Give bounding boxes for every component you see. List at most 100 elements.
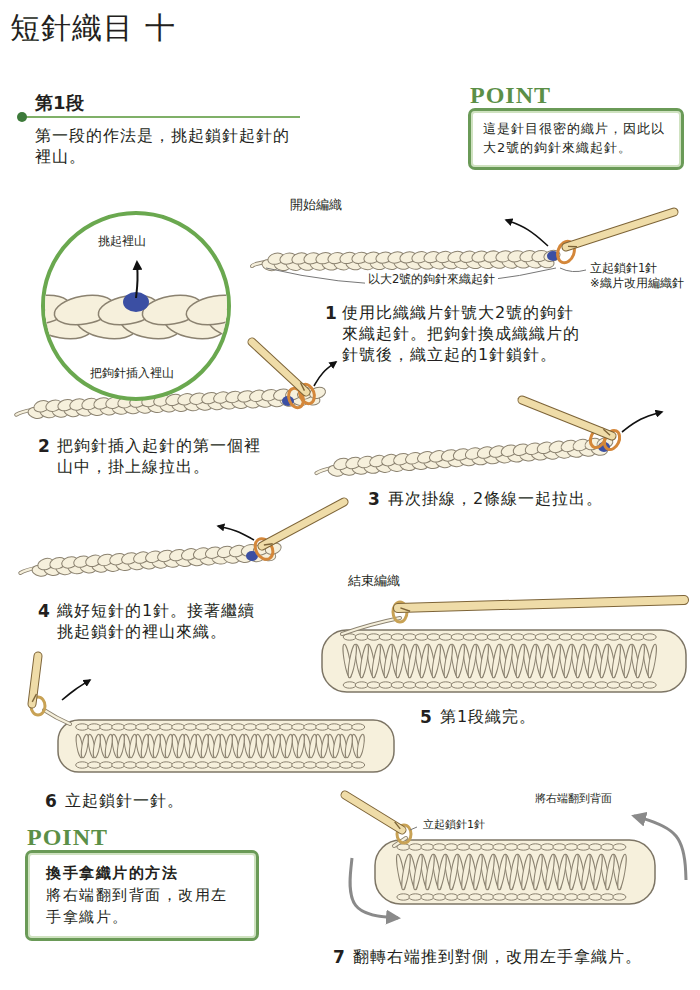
- single-crochet-stitch: [359, 644, 370, 678]
- crochet-hook: [252, 342, 306, 392]
- edge-stitch: [148, 724, 161, 730]
- edge-stitch: [553, 844, 566, 850]
- single-crochet-stitch: [532, 854, 544, 890]
- edge-stitch: [547, 634, 560, 640]
- edge-stitch: [340, 762, 353, 768]
- edge-stitch: [367, 634, 380, 640]
- edge-stitch: [577, 844, 590, 850]
- phase-label: 開始編織: [290, 196, 342, 213]
- edge-stitch: [493, 844, 506, 850]
- fabric-swatch: [58, 720, 394, 772]
- edge-stitch: [535, 682, 548, 688]
- single-crochet-stitch: [308, 734, 318, 759]
- edge-stitch: [244, 762, 257, 768]
- edge-stitch: [607, 634, 620, 640]
- point-subheading: 換手拿織片的方法: [46, 863, 238, 885]
- edge-stitch: [112, 724, 125, 730]
- single-crochet-stitch: [623, 644, 634, 678]
- single-crochet-stitch: [616, 854, 628, 890]
- edge-stitch: [469, 844, 482, 850]
- edge-stitch: [208, 724, 221, 730]
- single-crochet-stitch: [371, 644, 382, 678]
- edge-stitch: [409, 844, 422, 850]
- fabric-swatch: [400, 854, 628, 890]
- edge-stitch: [457, 844, 470, 850]
- section-heading: 第1段: [35, 91, 84, 115]
- single-crochet-stitch: [592, 854, 604, 890]
- single-crochet-stitch: [400, 854, 412, 890]
- edge-stitch: [427, 634, 440, 640]
- edge-stitch: [433, 894, 446, 900]
- edge-stitch: [619, 634, 632, 640]
- edge-stitch: [112, 762, 125, 768]
- part-label: 立起鎖針1針: [590, 261, 657, 276]
- edge-stitch: [244, 724, 257, 730]
- chain-stitches: [19, 541, 283, 579]
- crochet-hook: [522, 400, 612, 436]
- edge-stitch: [124, 762, 137, 768]
- edge-stitch: [160, 762, 173, 768]
- fabric-swatch: [76, 724, 365, 730]
- single-crochet-stitch: [284, 734, 294, 759]
- zoom-circle: 挑起裡山把鉤針插入裡山: [40, 210, 232, 402]
- step-text: 第1段織完。: [440, 706, 660, 727]
- motion-arrow: [634, 816, 686, 880]
- edge-stitch: [304, 762, 317, 768]
- edge-stitch: [499, 634, 512, 640]
- fabric-swatch: [375, 840, 655, 904]
- single-crochet-stitch: [395, 644, 406, 678]
- motion-label: 將右端翻到背面: [535, 792, 612, 807]
- page-title: 短針織目 十: [10, 8, 176, 49]
- edge-stitch: [487, 682, 500, 688]
- zoom-label: 挑起裡山: [98, 234, 146, 249]
- single-crochet-stitch: [491, 644, 502, 678]
- edge-stitch: [463, 682, 476, 688]
- step-4-figure: [19, 502, 344, 579]
- part-label: 立起鎖針1針: [420, 818, 488, 833]
- single-crochet-stitch: [611, 644, 622, 678]
- edge-stitch: [577, 894, 590, 900]
- edge-stitch: [268, 762, 281, 768]
- crochet-hook: [568, 246, 577, 248]
- step-text: 把鉤針插入起針的第一個裡山中，掛上線拉出。: [57, 435, 269, 477]
- edge-stitch: [379, 682, 392, 688]
- edge-stitch: [529, 894, 542, 900]
- fabric-swatch: [80, 734, 366, 759]
- edge-stitch: [457, 894, 470, 900]
- motion-arrow: [314, 362, 336, 386]
- fabric-swatch: [375, 840, 655, 904]
- fabric-swatch: [75, 734, 361, 759]
- crochet-hook: [345, 795, 402, 830]
- chain-stitches: [315, 435, 615, 479]
- point-frame: 換手拿織片的方法將右端翻到背面，改用左手拿織片。: [25, 850, 259, 941]
- section-rule: [17, 112, 300, 122]
- edge-stitch: [427, 682, 440, 688]
- edge-stitch: [559, 634, 572, 640]
- crochet-hook: [522, 400, 612, 436]
- single-crochet-stitch: [236, 734, 246, 759]
- edge-stitch: [601, 894, 614, 900]
- edge-stitch: [559, 682, 572, 688]
- edge-stitch: [487, 634, 500, 640]
- chain-stitches: [252, 249, 561, 273]
- edge-stitch: [172, 762, 185, 768]
- edge-stitch: [280, 762, 293, 768]
- edge-stitch: [88, 724, 101, 730]
- single-crochet-stitch: [152, 734, 162, 759]
- edge-stitch: [220, 762, 233, 768]
- edge-stitch: [643, 634, 656, 640]
- working-yarn: [342, 618, 400, 634]
- edge-stitch: [505, 894, 518, 900]
- single-crochet-stitch: [527, 644, 538, 678]
- step-text: 使用比織織片針號大2號的鉤針來織起針。把鉤針換成織織片的針號後，織立起的1針鎖針…: [342, 302, 584, 365]
- edge-stitch: [136, 724, 149, 730]
- single-crochet-stitch: [604, 854, 616, 890]
- edge-stitch: [451, 682, 464, 688]
- section-intro: 第一段的作法是，挑起鎖針起針的裡山。: [35, 125, 303, 167]
- chain-closeup: [228, 291, 232, 329]
- motion-arrow: [350, 858, 398, 918]
- edge-stitch: [220, 724, 233, 730]
- single-crochet-stitch: [248, 734, 258, 759]
- edge-stitch: [475, 682, 488, 688]
- crochet-hook: [32, 656, 38, 704]
